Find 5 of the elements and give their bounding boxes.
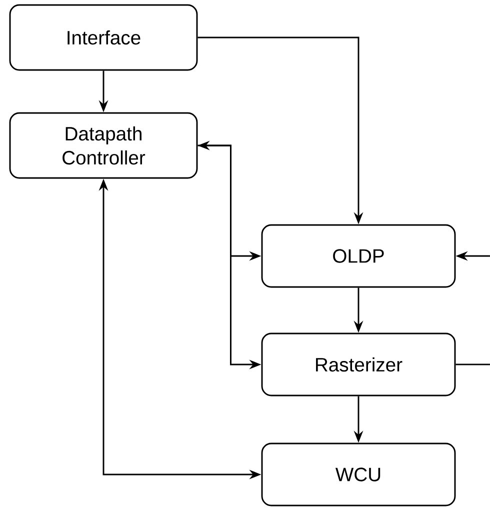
process-box: Datapath Controller [9,112,198,179]
process-box: OLDP [261,224,456,288]
process-box: Rasterizer [261,332,456,396]
process-box: WCU [261,442,456,506]
process-box: Interface [9,4,198,71]
